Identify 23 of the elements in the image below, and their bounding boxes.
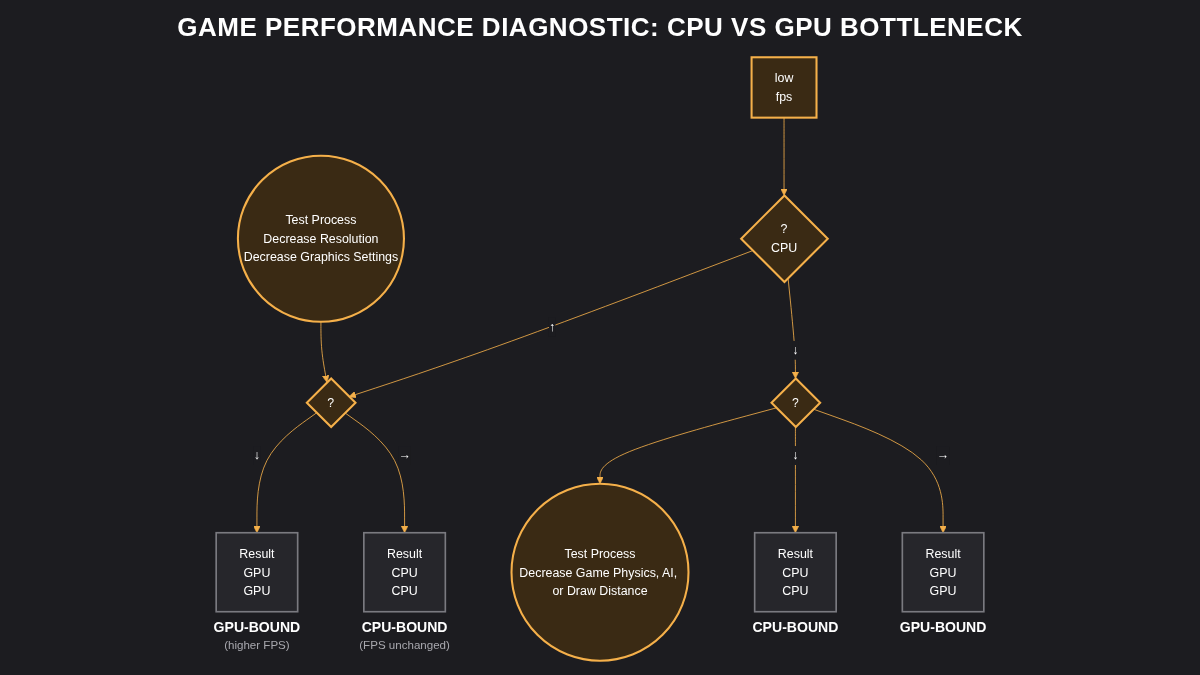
edge-label: ↑: [548, 319, 556, 334]
node-circle: Test Process Decrease Resolution Decrease Graphics Settings: [236, 154, 405, 323]
diagram-title: GAME PERFORMANCE DIAGNOSTIC: CPU VS GPU BOTTLENECK: [176, 11, 1024, 44]
edge-label: ↓: [253, 447, 261, 462]
result-caption: CPU-BOUND: [752, 618, 839, 635]
result-note: (FPS unchanged): [359, 638, 450, 651]
result-caption: GPU-BOUND: [213, 618, 301, 635]
result-caption: GPU-BOUND: [899, 618, 987, 635]
node-diamond: ?: [305, 376, 357, 429]
node-box: Result CPU CPU: [363, 531, 447, 613]
node-circle: Test Process Decrease Game Physics, AI, or Draw Distance: [510, 482, 690, 662]
node-box: Result GPU GPU: [215, 531, 299, 613]
result-note: (higher FPS): [224, 638, 290, 651]
node-box: low fps: [750, 56, 818, 119]
node-box: Result CPU CPU: [753, 531, 837, 613]
node-box: Result GPU GPU: [901, 531, 985, 613]
node-diamond: ? CPU: [739, 193, 830, 284]
edge-label: ↓: [792, 342, 799, 357]
node-diamond: ?: [770, 376, 822, 429]
edge-label: ↓: [792, 447, 799, 462]
result-caption: CPU-BOUND: [361, 618, 448, 635]
edge-label: →: [398, 447, 411, 462]
edge-label: →: [936, 447, 950, 462]
